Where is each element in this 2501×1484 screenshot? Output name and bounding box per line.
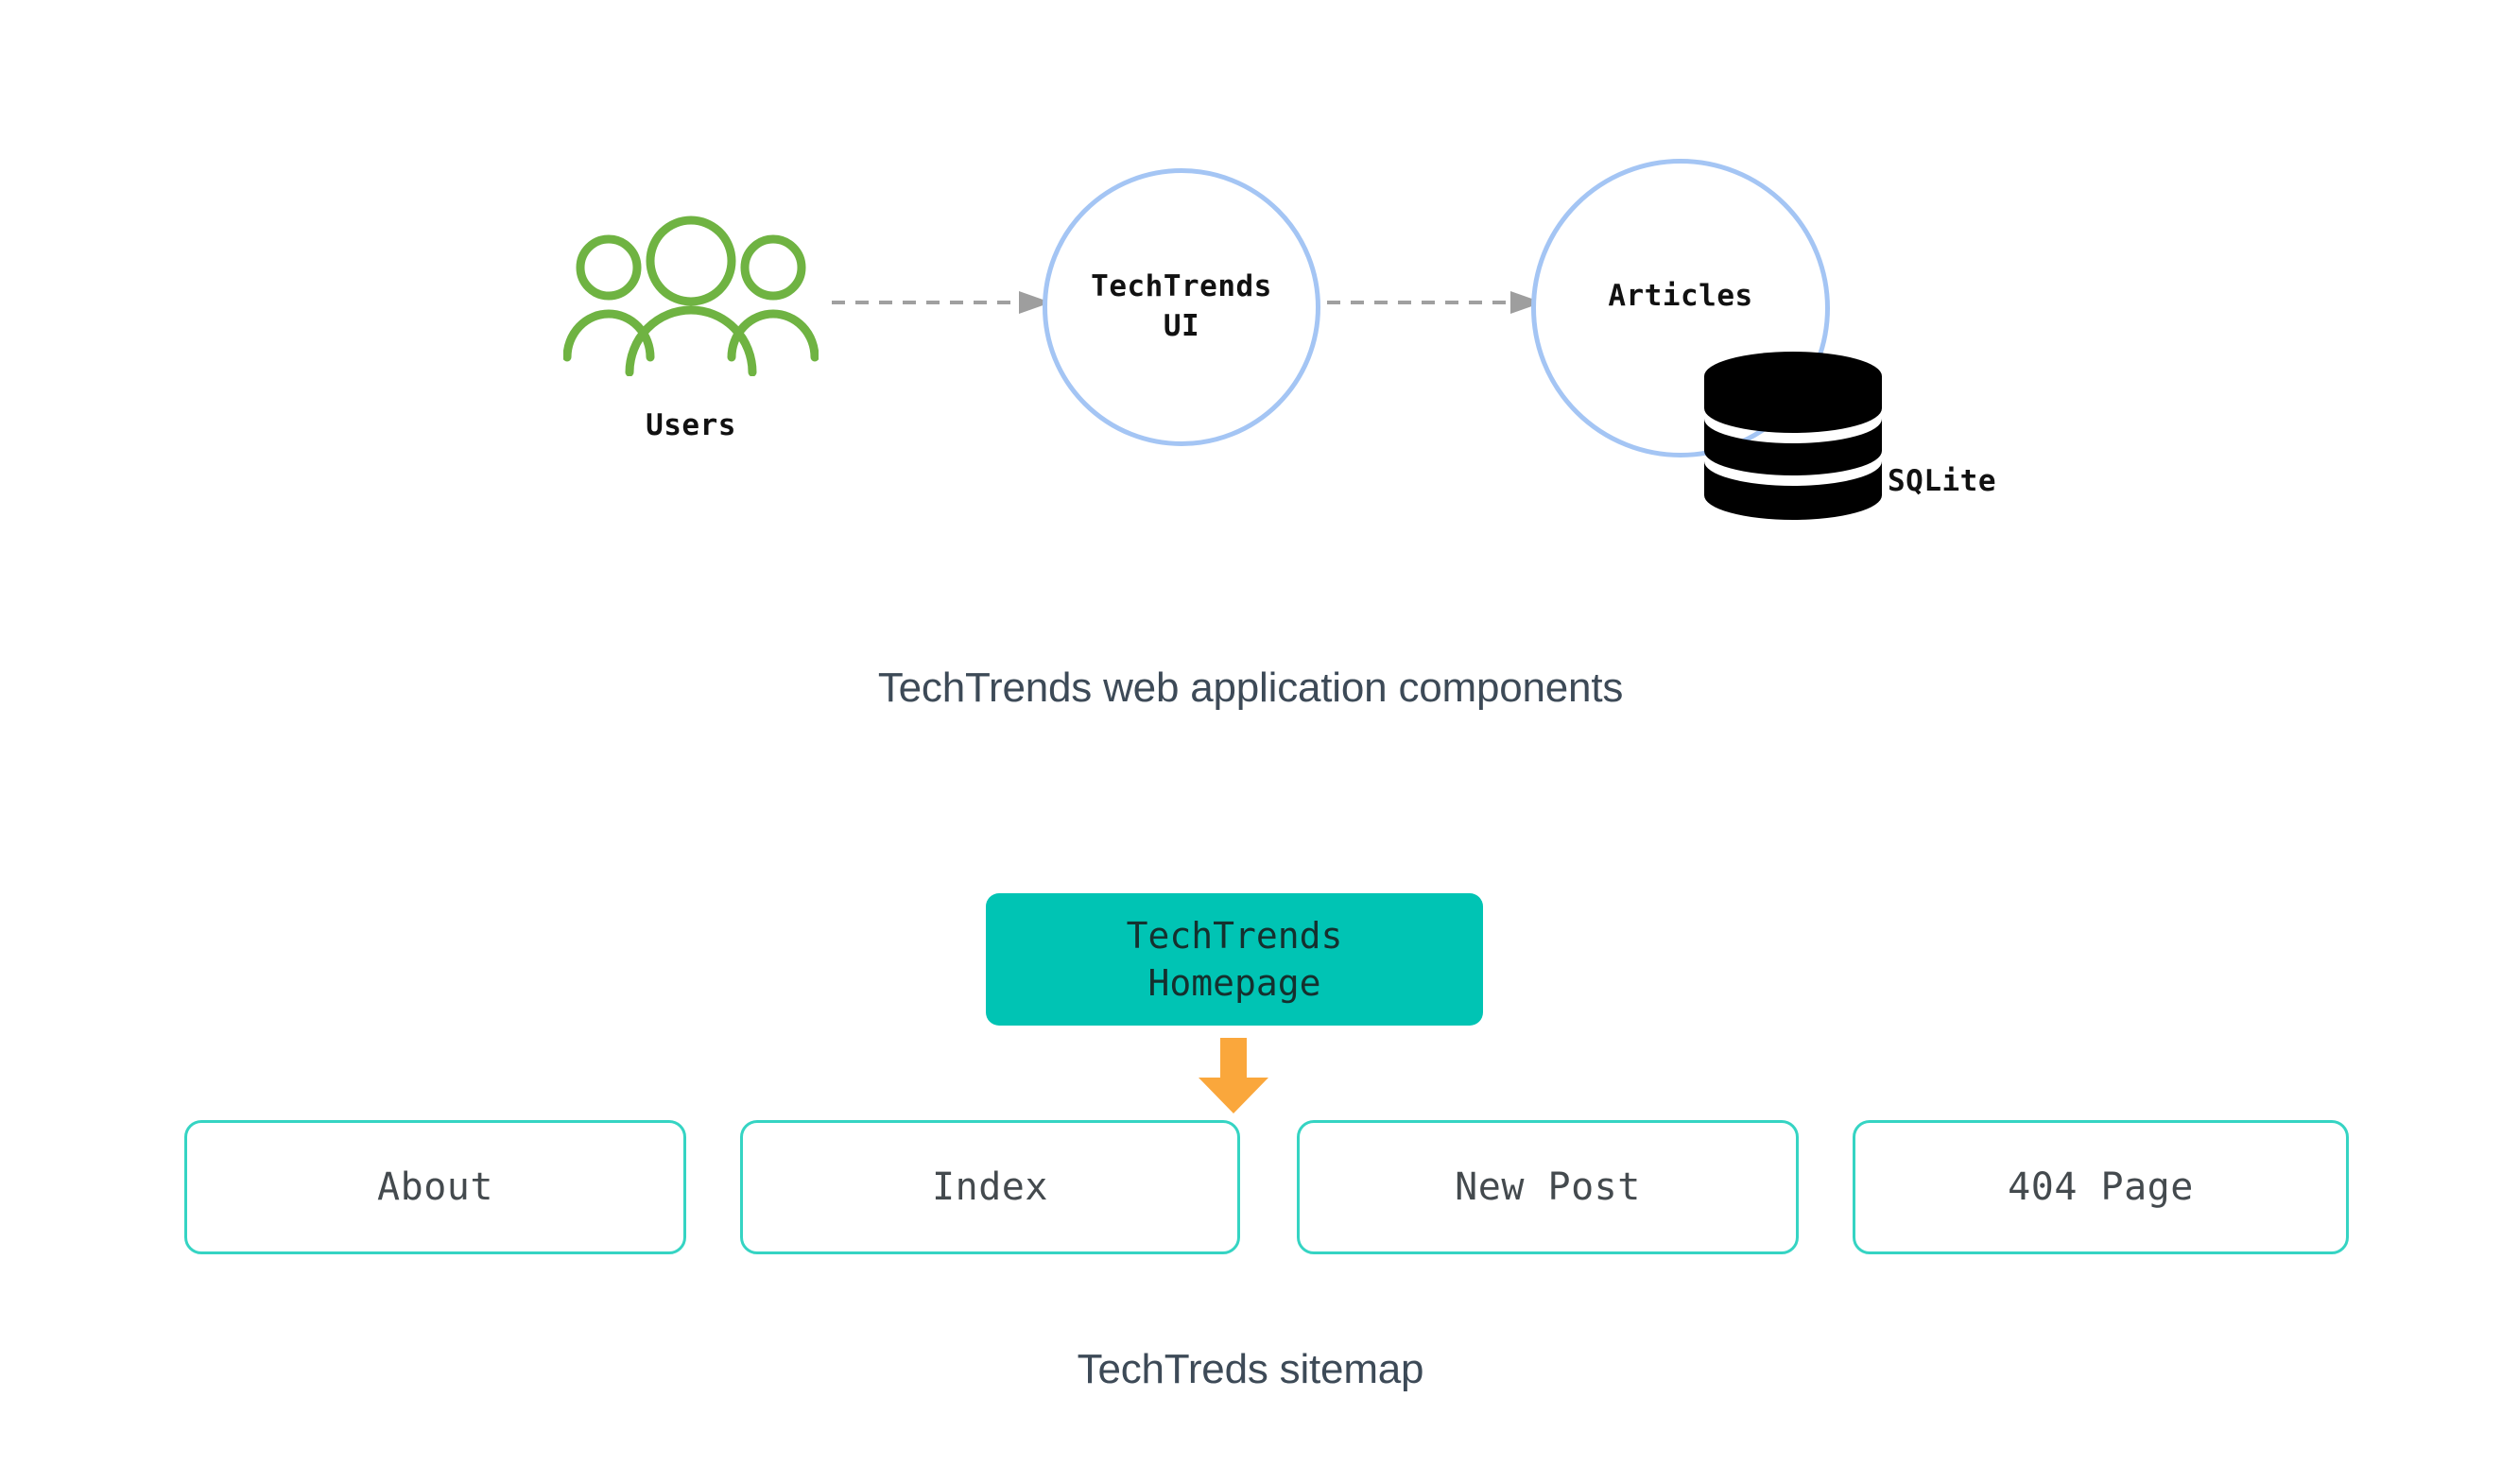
connector-ui-to-articles (1327, 284, 1543, 321)
sitemap-root-homepage[interactable]: TechTrends Homepage (986, 893, 1483, 1026)
sitemap-page-index[interactable]: Index (740, 1120, 1240, 1254)
database-icon (1704, 352, 1882, 520)
users-node-label: Users (646, 408, 736, 442)
sitemap-page-label: Index (932, 1165, 1048, 1209)
node-techtrends-ui: TechTrends UI (1043, 168, 1320, 446)
sitemap-page-404[interactable]: 404 Page (1853, 1120, 2349, 1254)
node-techtrends-ui-label: TechTrends UI (1091, 269, 1272, 343)
sitemap-page-about[interactable]: About (184, 1120, 686, 1254)
sitemap-caption: TechTreds sitemap (1077, 1346, 1424, 1392)
node-articles-label: Articles (1608, 279, 1753, 314)
architecture-caption: TechTrends web application components (877, 664, 1624, 711)
users-group-icon (563, 216, 819, 376)
sitemap-root-label: TechTrends Homepage (1126, 914, 1343, 1004)
connector-users-to-ui (832, 284, 1051, 321)
sitemap-page-label: About (377, 1165, 493, 1209)
sitemap-page-label: New Post (1455, 1165, 1641, 1209)
sitemap-page-label: 404 Page (2008, 1165, 2194, 1209)
sitemap-page-new-post[interactable]: New Post (1297, 1120, 1799, 1254)
arrow-down-icon (1199, 1038, 1268, 1113)
database-node-label: SQLite (1888, 464, 1996, 498)
